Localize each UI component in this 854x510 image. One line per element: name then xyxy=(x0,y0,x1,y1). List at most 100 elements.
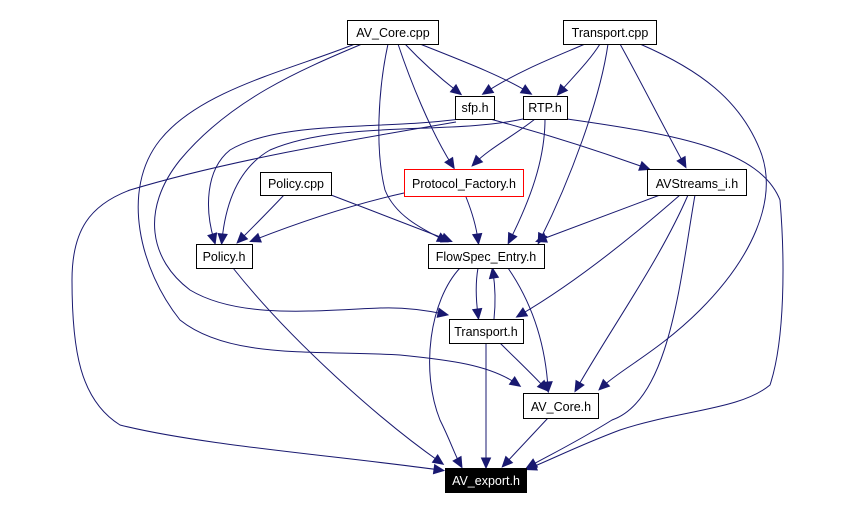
node-label: AV_Core.cpp xyxy=(356,26,429,40)
edge-transport-cpp-to-sfp-h xyxy=(481,43,586,95)
edge-line xyxy=(509,118,546,241)
arrowhead-icon xyxy=(488,266,500,280)
edge-flowspec-entry-h-to-transport-h xyxy=(471,267,483,321)
node-rtp-h[interactable]: RTP.h xyxy=(523,96,568,120)
arrowhead-icon xyxy=(525,458,539,469)
arrowhead-icon xyxy=(519,84,533,95)
arrowhead-icon xyxy=(536,379,549,392)
arrowhead-icon xyxy=(638,160,651,171)
edge-line xyxy=(576,194,689,389)
edges-layer xyxy=(71,43,784,475)
arrowhead-icon xyxy=(217,233,228,246)
edge-rtp-h-to-protocol-factory-h xyxy=(471,118,536,167)
node-label: Policy.h xyxy=(203,250,246,264)
edge-av-core-cpp-to-av-core-h xyxy=(137,43,522,388)
arrowhead-icon xyxy=(535,232,548,243)
edge-transport-cpp-to-avstreams-i-h xyxy=(619,43,687,169)
edge-av-core-cpp-to-rtp-h xyxy=(419,43,533,95)
edge-sfp-h-to-avstreams-i-h xyxy=(489,118,651,171)
arrowhead-icon xyxy=(432,463,446,475)
edge-line xyxy=(507,267,549,389)
edge-sfp-h-to-policy-h xyxy=(207,118,461,245)
node-label: Protocol_Factory.h xyxy=(412,177,516,191)
edge-line xyxy=(485,43,586,93)
node-label: FlowSpec_Entry.h xyxy=(436,250,537,264)
edge-line xyxy=(519,194,681,316)
node-label: RTP.h xyxy=(528,101,562,115)
edge-line xyxy=(137,43,518,385)
node-policy-h[interactable]: Policy.h xyxy=(196,244,253,269)
node-transport-cpp[interactable]: Transport.cpp xyxy=(563,20,657,45)
edge-rtp-h-to-flowspec-entry-h xyxy=(507,118,546,245)
arrowhead-icon xyxy=(598,378,611,391)
edge-line xyxy=(465,196,479,241)
arrowhead-icon xyxy=(676,155,687,169)
arrowhead-icon xyxy=(508,375,522,388)
arrowhead-icon xyxy=(471,154,484,167)
node-av-core-cpp[interactable]: AV_Core.cpp xyxy=(347,20,439,45)
node-label: Transport.cpp xyxy=(572,26,649,40)
edge-policy-cpp-to-flowspec-entry-h xyxy=(330,194,453,243)
edge-line xyxy=(239,194,285,241)
arrowhead-icon xyxy=(440,232,453,243)
edge-line xyxy=(475,267,479,316)
node-transport-h[interactable]: Transport.h xyxy=(449,319,524,344)
node-label: Policy.cpp xyxy=(268,177,324,191)
edge-protocol-factory-h-to-flowspec-entry-h xyxy=(465,196,483,246)
arrowhead-icon xyxy=(471,232,483,246)
arrowhead-icon xyxy=(207,232,218,245)
arrowhead-icon xyxy=(444,156,455,170)
edge-rtp-h-to-policy-h xyxy=(217,118,524,246)
edge-line xyxy=(601,43,767,388)
node-label: Transport.h xyxy=(454,325,518,339)
node-policy-cpp[interactable]: Policy.cpp xyxy=(260,172,332,196)
arrowhead-icon xyxy=(236,231,249,244)
arrowhead-icon xyxy=(471,307,483,321)
arrowhead-icon xyxy=(501,455,514,468)
arrowhead-icon xyxy=(556,83,569,96)
edge-avstreams-i-h-to-av-export-h xyxy=(525,194,696,469)
node-av-export-h[interactable]: AV_export.h xyxy=(445,468,527,493)
edge-transport-cpp-to-rtp-h xyxy=(556,43,601,96)
edge-line xyxy=(208,118,461,241)
edge-line xyxy=(397,43,453,166)
edge-line xyxy=(539,194,661,241)
nodes-layer: AV_Core.cpp Transport.cpp sfp.h RTP.h Po… xyxy=(196,20,747,493)
node-av-core-h[interactable]: AV_Core.h xyxy=(523,393,599,419)
edge-line xyxy=(154,43,445,315)
edge-line xyxy=(499,342,546,389)
node-protocol-factory-h[interactable]: Protocol_Factory.h xyxy=(404,169,524,197)
edge-avstreams-i-h-to-transport-h xyxy=(515,194,681,318)
edge-line xyxy=(71,121,457,471)
edge-av-core-cpp-to-protocol-factory-h xyxy=(397,43,455,170)
arrowhead-icon xyxy=(515,307,529,318)
arrowhead-icon xyxy=(574,379,585,393)
edge-line xyxy=(504,417,549,465)
node-flowspec-entry-h[interactable]: FlowSpec_Entry.h xyxy=(428,244,545,269)
edge-transport-h-to-av-export-h xyxy=(480,343,492,470)
edge-line xyxy=(419,43,529,93)
edge-av-core-cpp-to-sfp-h xyxy=(404,43,463,96)
edge-transport-h-to-av-core-h xyxy=(499,342,549,392)
arrowhead-icon xyxy=(480,457,492,470)
edge-avstreams-i-h-to-av-core-h xyxy=(574,194,689,393)
arrowhead-icon xyxy=(452,455,463,469)
edge-policy-cpp-to-policy-h xyxy=(236,194,285,244)
node-label: AV_export.h xyxy=(452,474,520,488)
edge-protocol-factory-h-to-policy-h xyxy=(249,192,405,243)
edge-av-core-cpp-to-transport-h xyxy=(154,43,450,318)
edge-line xyxy=(232,267,441,463)
node-label: AVStreams_i.h xyxy=(656,177,738,191)
arrowhead-icon xyxy=(249,232,262,243)
edge-av-core-cpp-to-flowspec-entry-h xyxy=(378,43,449,243)
edge-sfp-h-to-av-export-h xyxy=(71,121,457,475)
edge-line xyxy=(429,267,461,465)
edge-line xyxy=(330,194,449,241)
node-label: sfp.h xyxy=(461,101,488,115)
edge-av-core-h-to-av-export-h xyxy=(501,417,549,468)
node-avstreams-i-h[interactable]: AVStreams_i.h xyxy=(647,169,747,196)
arrowhead-icon xyxy=(431,453,445,465)
node-sfp-h[interactable]: sfp.h xyxy=(455,96,495,120)
edge-line xyxy=(378,43,445,241)
